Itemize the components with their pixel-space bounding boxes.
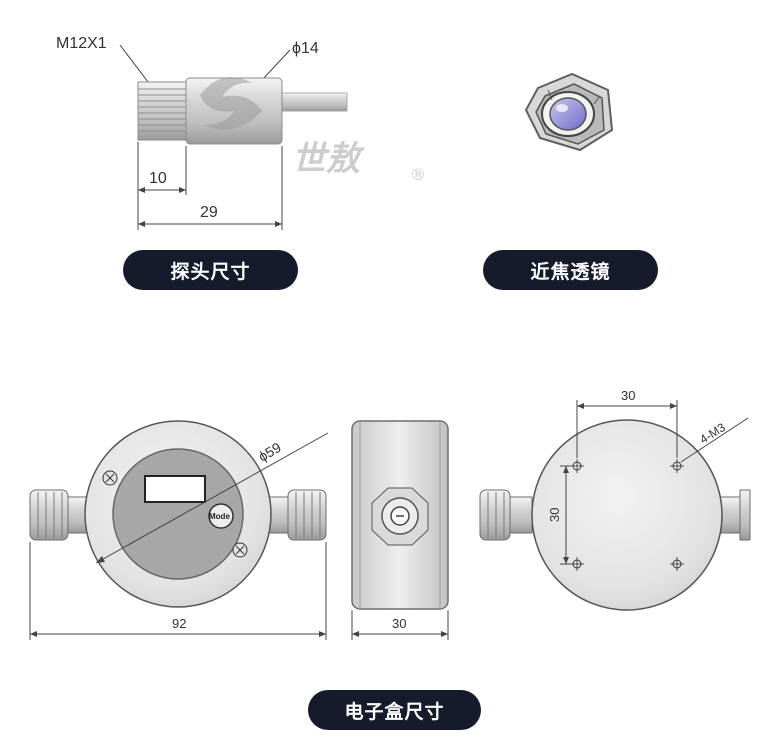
hole-spacing-y: 30 bbox=[547, 508, 562, 522]
mode-button-label: Mode bbox=[209, 512, 230, 521]
probe-total-length: 29 bbox=[200, 204, 218, 221]
box-depth-label: 30 bbox=[392, 616, 406, 631]
watermark-mark: ® bbox=[410, 165, 426, 184]
lens-caption-badge: 近焦透镜 bbox=[483, 250, 658, 290]
watermark-logo: 世敖 ® bbox=[200, 77, 426, 184]
box-diameter-label: ϕ59 bbox=[256, 439, 284, 465]
hole-spacing-x: 30 bbox=[621, 388, 635, 403]
probe-inner-length: 10 bbox=[149, 170, 167, 187]
lens-nut-drawing bbox=[524, 72, 614, 152]
probe-thread-label: M12X1 bbox=[56, 35, 107, 52]
box-side-drawing bbox=[351, 420, 449, 640]
probe-drawing bbox=[119, 44, 348, 230]
probe-diameter-label: ϕ14 bbox=[292, 40, 319, 57]
box-back-drawing bbox=[479, 400, 751, 611]
holes-label: 4-M3 bbox=[697, 420, 728, 447]
probe-caption-badge: 探头尺寸 bbox=[123, 250, 298, 290]
box-width-label: 92 bbox=[172, 616, 186, 631]
box-front-drawing bbox=[29, 420, 329, 640]
box-caption-badge: 电子盒尺寸 bbox=[308, 690, 481, 730]
watermark-text: 世敖 bbox=[292, 139, 365, 179]
